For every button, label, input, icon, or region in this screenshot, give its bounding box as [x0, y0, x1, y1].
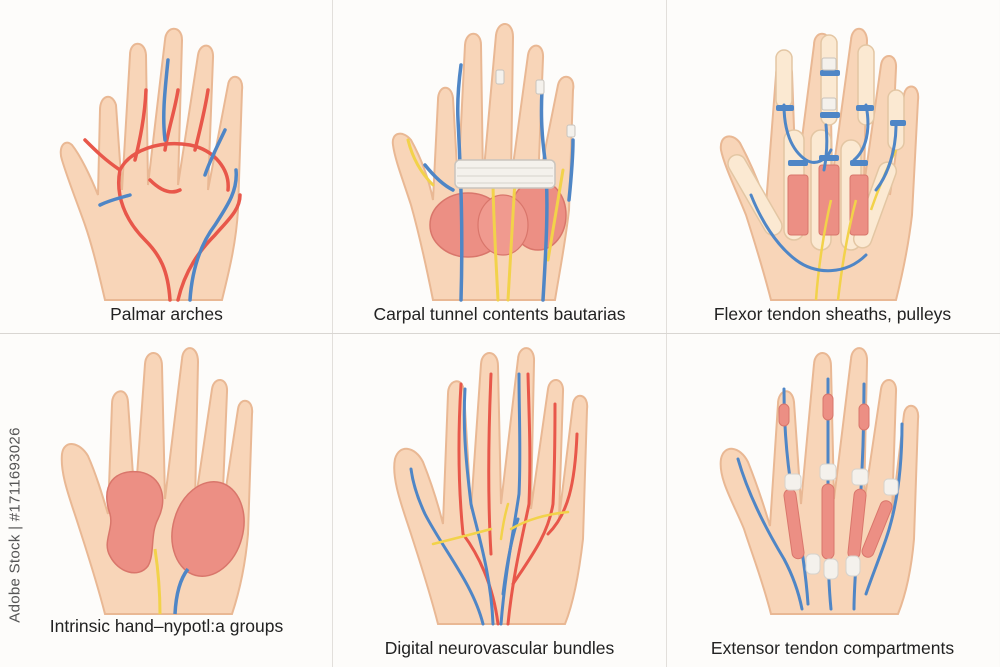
tendon-sheaths — [787, 164, 869, 236]
panel-caption: Intrinsic hand–nypotl:a groups — [49, 616, 284, 636]
arteries — [83, 88, 242, 302]
nerves — [431, 502, 570, 546]
hand-illustration — [60, 347, 254, 615]
panel-carpal-tunnel: Carpal tunnel contents bautarias — [333, 0, 666, 333]
nerves — [406, 138, 565, 302]
panel-flexor-tendons: Flexor tendon sheaths, pulleys — [666, 0, 999, 333]
pulleys — [495, 69, 576, 138]
veins — [173, 567, 190, 615]
panel-palmar-arches: Palmar arches — [0, 0, 333, 333]
stock-watermark: Adobe Stock | #1711693026 — [4, 420, 26, 630]
muscles — [106, 470, 245, 577]
panel-intrinsic-groups: Intrinsic hand–nypotl:a groups — [0, 334, 333, 667]
panel-caption: Flexor tendon sheaths, pulleys — [713, 304, 952, 324]
nerves — [153, 548, 162, 615]
panel-caption: Palmar arches — [110, 304, 223, 324]
hand-outline — [393, 347, 589, 625]
veins — [409, 372, 522, 626]
panel-caption: Digital neurovascular bundles — [384, 638, 615, 658]
hand-outline — [59, 27, 244, 301]
panel-digital-neurovascular: Digital neurovascular bundles — [333, 334, 666, 667]
veins — [98, 58, 238, 302]
transverse-carpal-ligament — [454, 159, 556, 189]
hand-illustration — [393, 347, 589, 626]
hand-illustration — [391, 23, 576, 302]
hand-illustration — [59, 27, 244, 302]
panel-extensor-tendons: Extensor tendon compartments — [666, 334, 999, 667]
watermark-text: Adobe Stock | #1711693026 — [6, 427, 24, 623]
hand-illustration — [719, 347, 920, 615]
extensor-hoods — [784, 463, 899, 580]
hand-illustration — [719, 27, 920, 301]
panel-caption: Carpal tunnel contents bautarias — [373, 304, 626, 324]
tendon-segments — [778, 393, 893, 560]
panel-divider — [0, 333, 1000, 334]
pulleys — [776, 70, 906, 166]
panel-caption: Extensor tendon compartments — [710, 638, 955, 658]
